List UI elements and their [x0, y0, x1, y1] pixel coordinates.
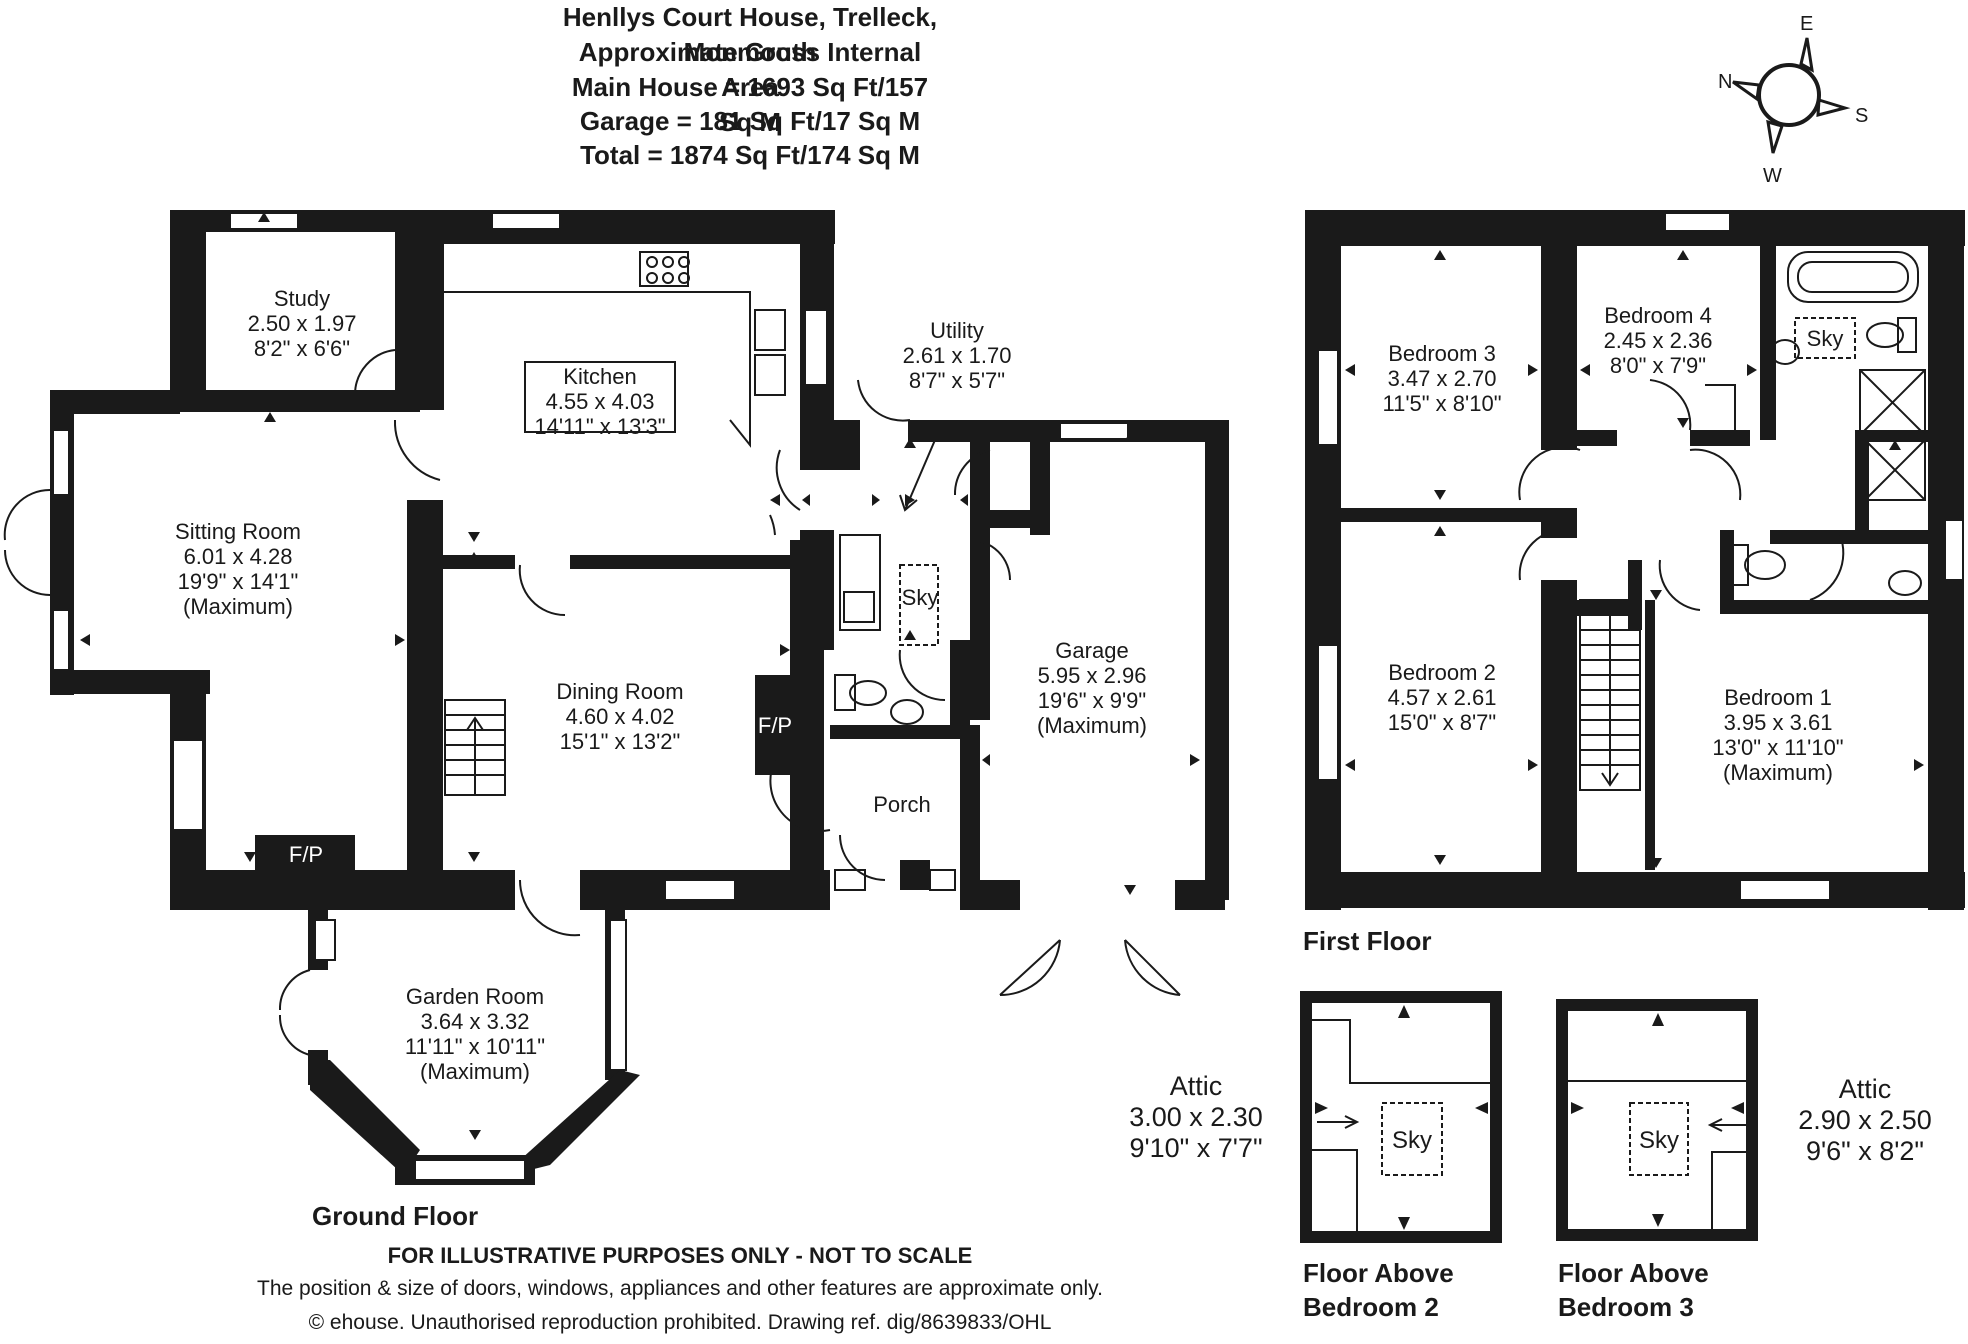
svg-text:9'6" x 8'2": 9'6" x 8'2" — [1806, 1136, 1924, 1166]
svg-text:Bedroom 4: Bedroom 4 — [1604, 303, 1712, 328]
svg-text:Attic: Attic — [1170, 1071, 1223, 1101]
ground-floor-windows — [52, 212, 1129, 1181]
room-label-bedroom-1: Bedroom 1 3.95 x 3.61 13'0" x 11'10" (Ma… — [1712, 685, 1843, 785]
svg-text:Porch: Porch — [873, 792, 930, 817]
fireplace-sitting-label: F/P — [289, 842, 323, 867]
svg-text:Sitting Room: Sitting Room — [175, 519, 301, 544]
ground-floor-title: Ground Floor — [312, 1201, 478, 1231]
floor-above-bedroom-3-line1: Floor Above — [1558, 1258, 1709, 1288]
svg-text:2.50 x 1.97: 2.50 x 1.97 — [248, 311, 357, 336]
room-label-garden-room: Garden Room 3.64 x 3.32 11'11" x 10'11" … — [405, 984, 545, 1084]
svg-text:3.95 x 3.61: 3.95 x 3.61 — [1724, 710, 1833, 735]
room-label-bedroom-3: Bedroom 3 3.47 x 2.70 11'5" x 8'10" — [1382, 341, 1501, 416]
room-label-porch: Porch — [873, 792, 930, 817]
svg-text:(Maximum): (Maximum) — [420, 1059, 530, 1084]
fireplace-dining-label: F/P — [758, 713, 792, 738]
svg-text:8'7" x 5'7": 8'7" x 5'7" — [909, 368, 1005, 393]
utility-sky-label: Sky — [902, 585, 939, 610]
main-house-area: Main House = 1693 Sq Ft/157 Sq M — [571, 72, 929, 137]
compass-icon: N E S W — [1718, 13, 1868, 187]
room-label-bedroom-2: Bedroom 2 4.57 x 2.61 15'0" x 8'7" — [1388, 660, 1497, 735]
disclaimer-text: FOR ILLUSTRATIVE PURPOSES ONLY - NOT TO … — [387, 1243, 973, 1268]
svg-text:2.90 x 2.50: 2.90 x 2.50 — [1798, 1105, 1932, 1135]
svg-text:19'9" x 14'1": 19'9" x 14'1" — [178, 569, 299, 594]
bathroom-sky-label: Sky — [1807, 326, 1844, 351]
first-floor-windows — [1317, 212, 1964, 901]
floor-above-bedroom-2-line1: Floor Above — [1303, 1258, 1454, 1288]
svg-text:Garden Room: Garden Room — [406, 984, 544, 1009]
svg-text:4.55 x 4.03: 4.55 x 4.03 — [546, 389, 655, 414]
compass-south: S — [1855, 105, 1868, 127]
room-label-bedroom-4: Bedroom 4 2.45 x 2.36 8'0" x 7'9" — [1604, 303, 1713, 378]
svg-text:8'2" x 6'6": 8'2" x 6'6" — [254, 336, 350, 361]
svg-text:(Maximum): (Maximum) — [183, 594, 293, 619]
svg-text:Garage: Garage — [1055, 638, 1128, 663]
room-label-attic-2: Attic 2.90 x 2.50 9'6" x 8'2" — [1798, 1074, 1932, 1166]
svg-text:2.61 x 1.70: 2.61 x 1.70 — [903, 343, 1012, 368]
attic-2-sky-label: Sky — [1639, 1127, 1679, 1154]
attic-above-bedroom-3: Sky — [1556, 999, 1758, 1241]
svg-text:Dining Room: Dining Room — [556, 679, 683, 704]
first-floor-title: First Floor — [1303, 926, 1432, 956]
svg-text:3.47 x 2.70: 3.47 x 2.70 — [1388, 366, 1497, 391]
first-floor-dimension-markers — [1345, 250, 1924, 868]
ground-floor-fixtures — [3, 251, 1181, 1056]
svg-text:Kitchen: Kitchen — [563, 364, 636, 389]
svg-text:(Maximum): (Maximum) — [1723, 760, 1833, 785]
compass-east: E — [1800, 13, 1813, 35]
compass-north: N — [1718, 71, 1732, 93]
svg-text:11'11" x 10'11": 11'11" x 10'11" — [405, 1034, 545, 1059]
approximation-note: The position & size of doors, windows, a… — [257, 1277, 1103, 1300]
svg-text:5.95 x 2.96: 5.95 x 2.96 — [1038, 663, 1147, 688]
svg-text:15'0" x 8'7": 15'0" x 8'7" — [1388, 710, 1496, 735]
svg-text:Attic: Attic — [1839, 1074, 1892, 1104]
floor-above-bedroom-3-line2: Bedroom 3 — [1558, 1292, 1694, 1322]
room-label-attic-1: Attic 3.00 x 2.30 9'10" x 7'7" — [1129, 1071, 1263, 1163]
property-title: Henllys Court House, Trelleck, Monmouth — [562, 2, 938, 67]
svg-text:15'1" x 13'2": 15'1" x 13'2" — [560, 729, 681, 754]
svg-text:6.01 x 4.28: 6.01 x 4.28 — [184, 544, 293, 569]
svg-text:3.00 x 2.30: 3.00 x 2.30 — [1129, 1102, 1263, 1132]
room-label-study: Study 2.50 x 1.97 8'2" x 6'6" — [248, 286, 357, 361]
garage-area: Garage = 181 Sq Ft/17 Sq M — [579, 106, 921, 136]
room-label-dining-room: Dining Room 4.60 x 4.02 15'1" x 13'2" — [556, 679, 683, 754]
svg-text:8'0" x 7'9": 8'0" x 7'9" — [1610, 353, 1706, 378]
first-floor-fixtures — [1518, 251, 1926, 791]
svg-text:Study: Study — [274, 286, 330, 311]
svg-text:4.60 x 4.02: 4.60 x 4.02 — [566, 704, 675, 729]
total-area: Total = 1874 Sq Ft/174 Sq M — [580, 140, 920, 170]
attic-above-bedroom-2: Sky — [1300, 991, 1502, 1243]
svg-text:Bedroom 3: Bedroom 3 — [1388, 341, 1496, 366]
room-label-garage: Garage 5.95 x 2.96 19'6" x 9'9" (Maximum… — [1037, 638, 1147, 738]
compass-west: W — [1763, 165, 1782, 187]
room-label-utility: Utility 2.61 x 1.70 8'7" x 5'7" — [903, 318, 1012, 393]
svg-text:Utility: Utility — [930, 318, 984, 343]
svg-text:19'6" x 9'9": 19'6" x 9'9" — [1038, 688, 1146, 713]
svg-text:3.64 x 3.32: 3.64 x 3.32 — [421, 1009, 530, 1034]
svg-text:4.57 x 2.61: 4.57 x 2.61 — [1388, 685, 1497, 710]
svg-text:(Maximum): (Maximum) — [1037, 713, 1147, 738]
svg-text:Bedroom 2: Bedroom 2 — [1388, 660, 1496, 685]
svg-text:14'11" x 13'3": 14'11" x 13'3" — [534, 414, 665, 439]
floor-above-bedroom-2-line2: Bedroom 2 — [1303, 1292, 1439, 1322]
ground-floor-dimension-markers — [80, 212, 1200, 1140]
room-label-sitting-room: Sitting Room 6.01 x 4.28 19'9" x 14'1" (… — [175, 519, 301, 619]
copyright-notice: © ehouse. Unauthorised reproduction proh… — [308, 1311, 1052, 1334]
svg-text:13'0" x 11'10": 13'0" x 11'10" — [1712, 735, 1843, 760]
svg-text:9'10" x 7'7": 9'10" x 7'7" — [1129, 1133, 1262, 1163]
room-label-kitchen: Kitchen 4.55 x 4.03 14'11" x 13'3" — [534, 364, 665, 439]
svg-text:2.45 x 2.36: 2.45 x 2.36 — [1604, 328, 1713, 353]
svg-text:Bedroom 1: Bedroom 1 — [1724, 685, 1832, 710]
area-heading: Approximate Gross Internal Area — [578, 37, 922, 102]
attic-1-sky-label: Sky — [1392, 1127, 1432, 1154]
svg-text:11'5" x 8'10": 11'5" x 8'10" — [1382, 391, 1501, 416]
